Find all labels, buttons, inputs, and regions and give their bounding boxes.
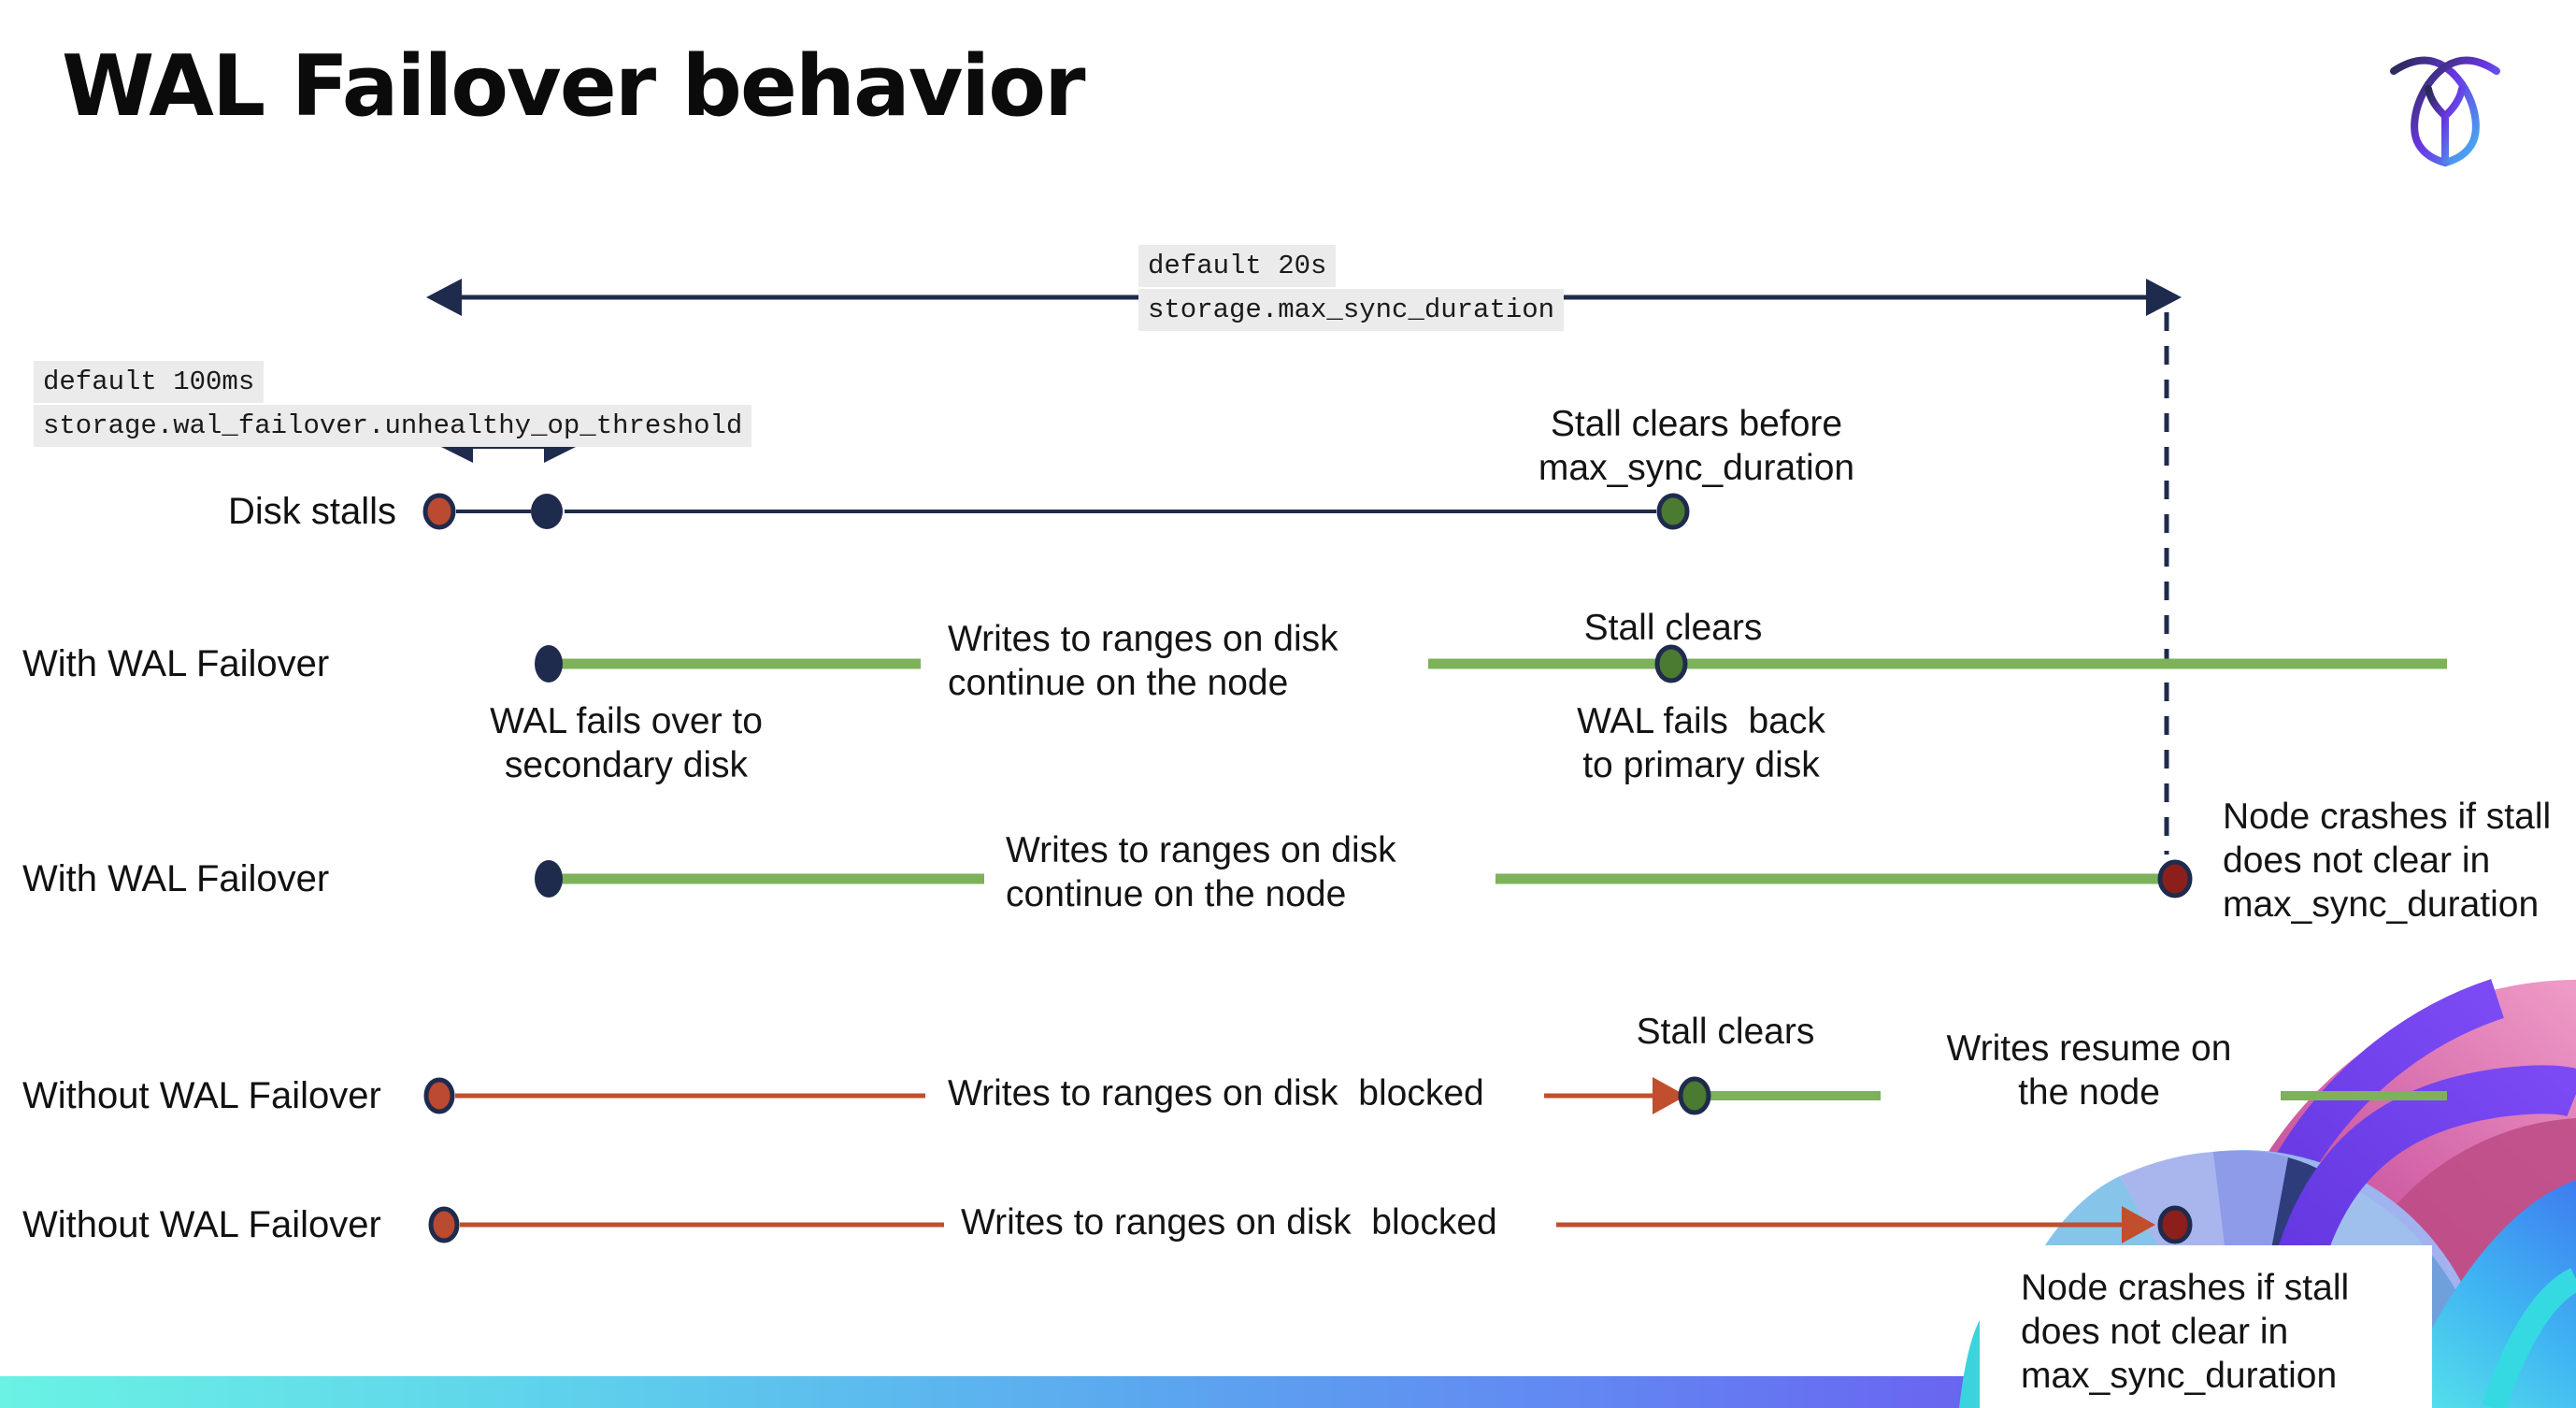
max-sync-default-label: default 20s: [1138, 245, 1337, 287]
row-label-with-wal-2: With WAL Failover: [22, 858, 330, 899]
node-crashes-callout: Node crashes if stall does not clear in …: [1980, 1245, 2432, 1408]
row-label-with-wal-1: With WAL Failover: [22, 643, 330, 684]
with-wal-failover-timeline-2: [535, 859, 2193, 898]
note-writes-resume: Writes resume on the node: [1946, 1028, 2232, 1113]
row-label-without-wal-1: Without WAL Failover: [22, 1075, 381, 1116]
red-arrowhead-2: [2122, 1206, 2155, 1243]
stall-clears-dot: [1656, 493, 1690, 530]
threshold-label: default 100ms storage.wal_failover.unhea…: [34, 361, 752, 449]
note-node-crashes-with: Node crashes if stall does not clear in …: [2223, 797, 2552, 925]
failover-dot-2: [535, 860, 563, 898]
note-stall-clears-with: Stall clears: [1583, 608, 1763, 648]
max-sync-setting-label: storage.max_sync_duration: [1138, 289, 1565, 331]
crash-dot: [2157, 859, 2193, 898]
crash-dot-2: [2157, 1205, 2193, 1244]
page-title: WAL Failover behavior: [62, 37, 1085, 136]
note-node-crashes-without: Node crashes if stall does not clear in …: [2021, 1268, 2350, 1396]
row-label-disk-stalls: Disk stalls: [228, 491, 397, 532]
stall-start-dot: [422, 493, 456, 530]
note-writes-blocked-1: Writes to ranges on disk blocked: [948, 1073, 1484, 1113]
without-wal-failover-timeline-1: [423, 1076, 2447, 1115]
red-arrowhead-1: [1653, 1077, 1686, 1114]
note-writes-continue-1: Writes to ranges on disk continue on the…: [948, 619, 1338, 703]
stall-start-dot-2: [423, 1077, 455, 1114]
failover-dot: [535, 645, 563, 682]
threshold-default-label: default 100ms: [34, 361, 265, 403]
failback-dot: [1654, 644, 1688, 683]
note-writes-blocked-2: Writes to ranges on disk blocked: [961, 1202, 1497, 1243]
note-stall-clears-without: Stall clears: [1636, 1012, 1815, 1052]
note-wal-fails-over: WAL fails over to secondary disk: [490, 701, 763, 785]
threshold-setting-label: storage.wal_failover.unhealthy_op_thresh…: [34, 405, 752, 447]
row-label-without-wal-2: Without WAL Failover: [22, 1204, 381, 1245]
disk-stalls-timeline: [422, 493, 1690, 530]
note-writes-continue-2: Writes to ranges on disk continue on the…: [1006, 830, 1396, 914]
stall-clears-dot-2: [1678, 1076, 1711, 1115]
max-sync-duration-label: default 20s storage.max_sync_duration: [1138, 245, 1565, 333]
art-cyan-blades: [1959, 1180, 2576, 1408]
with-wal-failover-timeline-1: [535, 644, 2447, 683]
failover-threshold-dot: [531, 494, 563, 529]
cockroachdb-logo-icon: [2390, 56, 2500, 166]
note-stall-clears-before: Stall clears before max_sync_duration: [1538, 404, 1855, 488]
without-wal-failover-timeline-2: [428, 1205, 2193, 1244]
stall-start-dot-3: [428, 1206, 460, 1243]
note-wal-fails-back: WAL fails back to primary disk: [1577, 701, 1825, 785]
